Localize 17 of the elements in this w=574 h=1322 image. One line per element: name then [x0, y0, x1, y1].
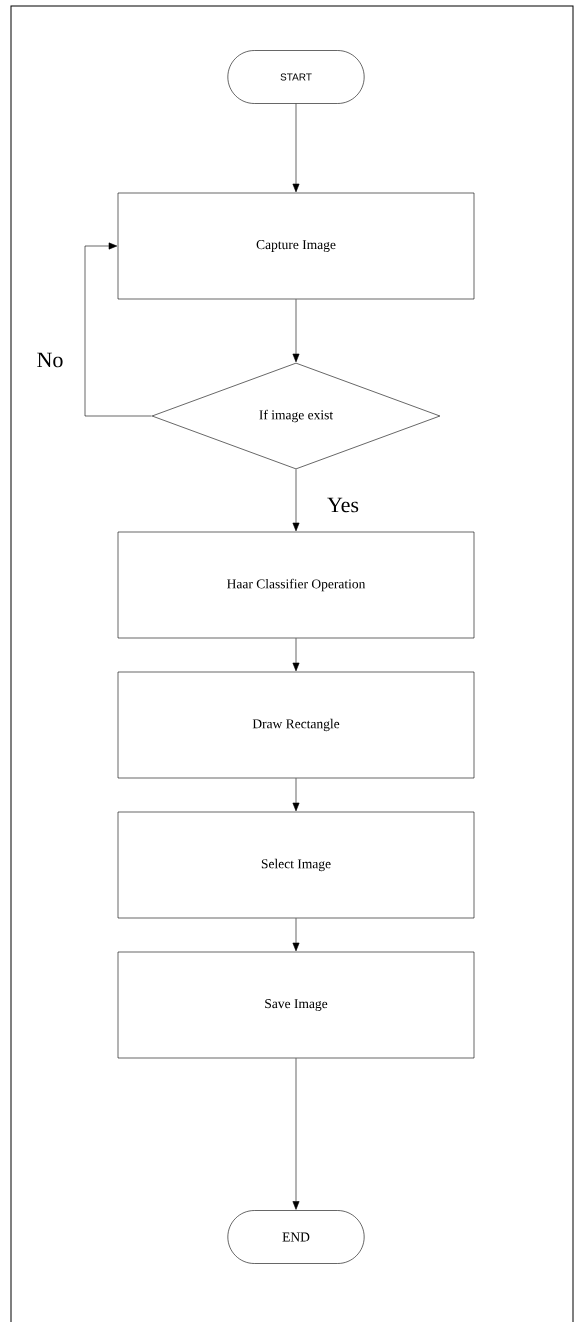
edge-label: Yes — [326, 496, 360, 514]
arrow — [292, 778, 300, 812]
terminal-box: START — [227, 50, 365, 104]
arrow — [292, 918, 300, 952]
process-box: Capture Image — [117, 192, 475, 300]
edge-label: No — [35, 351, 65, 369]
arrow — [292, 299, 300, 363]
process-box: Save Image — [117, 951, 475, 1059]
arrow — [292, 469, 300, 532]
arrow — [292, 1058, 300, 1210]
terminal-box: END — [227, 1210, 365, 1264]
arrow — [84, 242, 152, 417]
process-box: Haar Classifier Operation — [117, 531, 475, 639]
arrow — [292, 103, 300, 193]
arrow — [292, 638, 300, 672]
process-box: Select Image — [117, 811, 475, 919]
process-box: Draw Rectangle — [117, 671, 475, 779]
